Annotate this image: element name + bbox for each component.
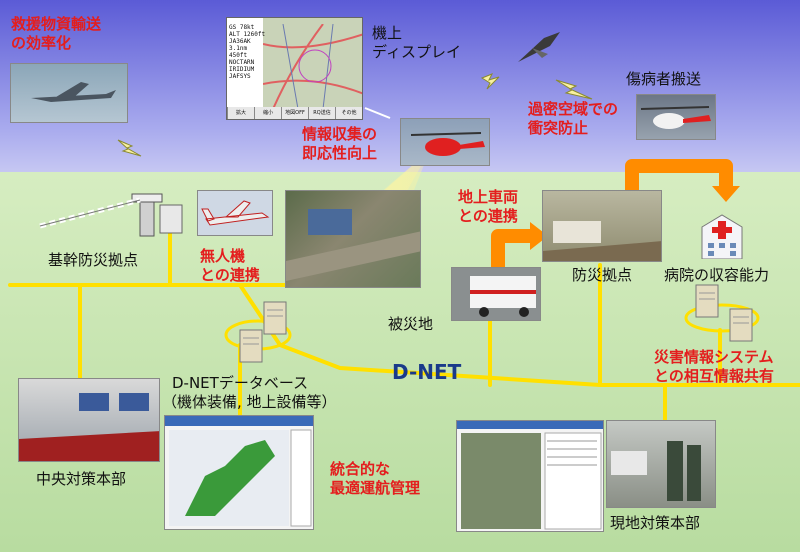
label-dnet-network: D-NET: [392, 360, 461, 384]
label-dnet-database: D-NETデータベース（機体装備, 地上設備等）: [172, 374, 337, 412]
uav-flying-icon: [514, 28, 564, 68]
label-uav: 無人機との連携: [200, 247, 260, 285]
label-relief-transport: 救援物資輸送の効率化: [11, 15, 101, 53]
helicopter-photo: [400, 118, 490, 166]
label-info-collection: 情報収集の即応性向上: [302, 125, 377, 163]
label-onboard-display: 機上ディスプレイ: [372, 24, 461, 62]
cargo-plane-photo: [10, 63, 128, 123]
local-hq-photo: [606, 420, 716, 508]
label-hospital: 病院の収容能力: [664, 266, 769, 285]
label-collision-prevention: 過密空域での衝突防止: [528, 100, 618, 138]
display-btn-map-off: 地図OFF: [281, 107, 308, 119]
label-local-hq: 現地対策本部: [610, 514, 700, 533]
uav-photo: [197, 190, 273, 236]
label-key-base: 基幹防災拠点: [48, 251, 138, 270]
info-system-server-icon: [692, 283, 760, 345]
display-button-bar: 拡大 縮小 地図OFF RQ送信 その他: [227, 107, 362, 119]
display-btn-other: その他: [335, 107, 362, 119]
label-injured-transport: 傷病者搬送: [626, 70, 701, 89]
ambulance-photo: [451, 267, 541, 321]
label-disaster-area: 被災地: [388, 315, 433, 334]
label-ground-vehicle: 地上車両との連携: [458, 188, 518, 226]
display-btn-zoom-out: 縮小: [254, 107, 281, 119]
dnet-server-icon: [236, 300, 296, 370]
ops-software-screenshot: [456, 420, 604, 532]
disaster-base-photo: [542, 190, 662, 262]
central-hq-photo: [18, 378, 160, 462]
aerial-disaster-photo: [285, 190, 421, 288]
label-central-hq: 中央対策本部: [36, 470, 126, 489]
display-btn-rq-send: RQ送信: [308, 107, 335, 119]
label-disaster-base: 防災拠点: [572, 266, 632, 285]
radio-tower-icon: [40, 194, 182, 236]
dnet-map-screenshot: [164, 415, 314, 530]
rescue-helicopter-photo: [636, 94, 716, 140]
label-integrated-management: 統合的な最適運航管理: [330, 460, 420, 498]
display-btn-zoom-in: 拡大: [227, 107, 254, 119]
label-disaster-info-system: 災害情報システムとの相互情報共有: [654, 348, 774, 386]
hospital-icon: [700, 213, 744, 259]
